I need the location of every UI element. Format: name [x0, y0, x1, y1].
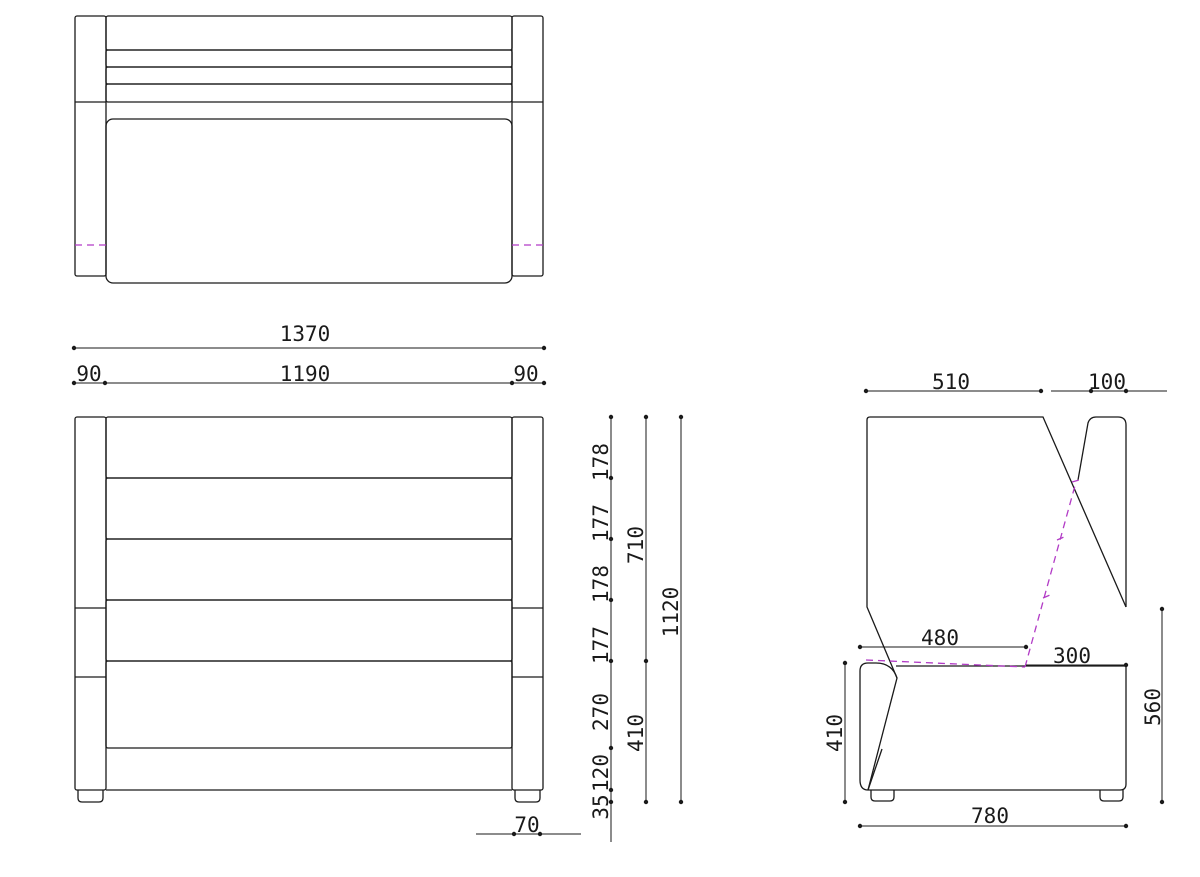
dim-top-depth: 510: [932, 370, 970, 394]
dim-armrest-left: 90: [76, 362, 101, 386]
dim-tick: [1159, 799, 1165, 805]
side-view-hidden-seat-line: [865, 659, 1026, 668]
side-view-arm-slant: [867, 748, 883, 791]
front-view-back-panel-4: [105, 599, 513, 662]
side-view: [859, 416, 1127, 802]
dim-tick: [71, 380, 77, 386]
side-view-base: [868, 665, 1127, 791]
top-view-seat-cushion: [105, 118, 513, 284]
dim-tick: [608, 787, 614, 793]
side-view-hidden-back-line: [1024, 481, 1077, 668]
dim-tick: [1088, 388, 1094, 394]
side-dimensions: 510 100 480 300 410 560 780: [823, 370, 1167, 829]
dim-tick: [509, 380, 515, 386]
dim-leg-height: 35: [589, 794, 613, 819]
dim-tick: [537, 831, 543, 837]
dim-tick: [511, 831, 517, 837]
dim-arm-height: 410: [823, 714, 847, 752]
dim-tick: [608, 745, 614, 751]
dim-tick: [1123, 662, 1129, 668]
top-view-back-panel-1: [105, 15, 513, 51]
dim-seat-width: 1190: [280, 362, 331, 386]
side-view-leg-front: [870, 790, 895, 802]
dim-back-panel-3: 178: [589, 565, 613, 603]
top-view-back-panel-2: [105, 49, 513, 68]
dim-tick: [541, 345, 547, 351]
front-view-seat-cushion: [105, 660, 513, 749]
dim-rear-depth: 300: [1053, 644, 1091, 668]
top-view-right-armrest: [511, 15, 544, 277]
dim-tick: [1123, 388, 1129, 394]
dim-tick: [678, 414, 684, 420]
height-dimensions: 178 177 178 177 270 120 35 710 410 1120 …: [476, 414, 684, 842]
top-view-back-panel-3: [105, 66, 513, 85]
dim-back-panel-2: 177: [589, 504, 613, 542]
dim-leg-width: 70: [514, 813, 539, 837]
dim-back-height: 710: [624, 526, 648, 564]
dim-tick: [71, 345, 77, 351]
dim-overall-width: 1370: [280, 322, 331, 346]
dim-back-panel-4: 177: [589, 626, 613, 664]
dim-tick: [643, 658, 649, 664]
width-dimensions: 1370 90 1190 90: [71, 322, 547, 386]
dim-rear-height: 560: [1141, 688, 1165, 726]
dim-tick: [608, 414, 614, 420]
top-view-back-panel-4: [105, 83, 513, 103]
top-view-left-armrest: [74, 15, 107, 277]
front-view-back-panel-2: [105, 477, 513, 540]
side-view-leg-rear: [1099, 790, 1124, 802]
front-view-left-armrest: [74, 416, 107, 791]
dim-seat-cushion: 270: [589, 693, 613, 731]
dim-tick: [1123, 823, 1129, 829]
dim-back-panel-1: 178: [589, 443, 613, 481]
front-view-back-panel-3: [105, 538, 513, 601]
dim-overall-height: 1120: [659, 587, 683, 638]
side-view-front-wing: [866, 416, 1127, 791]
side-view-hidden-back-mark: [1042, 479, 1080, 599]
dim-tick: [857, 823, 863, 829]
dim-tick: [1023, 644, 1029, 650]
front-view-right-armrest: [511, 416, 544, 791]
dim-tick: [678, 799, 684, 805]
side-view-arm: [859, 662, 898, 791]
side-view-rear-wing: [1077, 416, 1127, 607]
dim-tick: [857, 644, 863, 650]
dim-tick: [608, 597, 614, 603]
dim-seat-depth: 480: [921, 626, 959, 650]
dim-tick: [102, 380, 108, 386]
front-view-leg-left: [77, 790, 104, 803]
front-view-back-panel-1: [105, 416, 513, 479]
dim-tick: [842, 799, 848, 805]
dim-top-gap: 100: [1088, 370, 1126, 394]
dim-tick: [608, 475, 614, 481]
dim-tick: [643, 414, 649, 420]
top-view: [74, 15, 544, 284]
dim-tick: [1038, 388, 1044, 394]
dim-tick: [643, 799, 649, 805]
dim-seat-height: 410: [624, 714, 648, 752]
dim-tick: [608, 536, 614, 542]
front-view: [74, 416, 544, 803]
dim-base: 120: [589, 754, 613, 792]
dim-tick: [863, 388, 869, 394]
dim-tick: [608, 658, 614, 664]
dim-tick: [608, 799, 614, 805]
dim-armrest-right: 90: [513, 362, 538, 386]
front-view-leg-right: [514, 790, 541, 803]
dim-overall-depth: 780: [971, 804, 1009, 828]
dim-tick: [1159, 606, 1165, 612]
dim-tick: [842, 660, 848, 666]
dim-tick: [541, 380, 547, 386]
